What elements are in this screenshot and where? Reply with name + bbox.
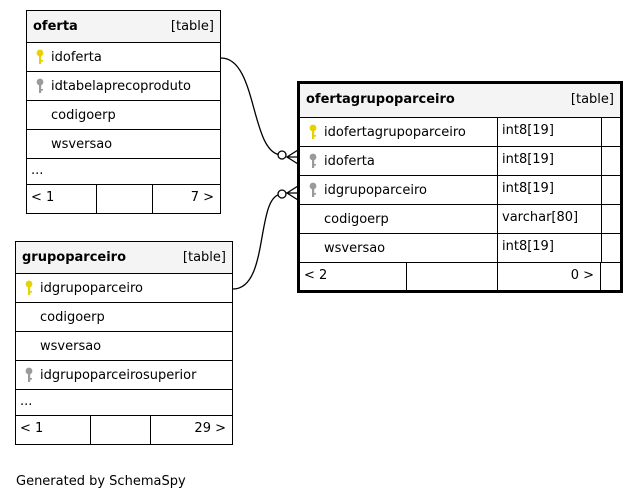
children-count[interactable]: 29 > (150, 416, 232, 444)
foreign-key-icon (309, 182, 317, 197)
column-name: wsversao (51, 137, 113, 152)
relation-crowfoot-marker (285, 185, 299, 201)
column-row[interactable]: codigoerp varchar[80] (300, 205, 620, 234)
table-footer: < 1 7 > (27, 185, 220, 213)
column-row[interactable]: wsversao (27, 130, 220, 159)
column-row[interactable]: idoferta (27, 43, 220, 72)
relation-optional-marker (277, 150, 287, 160)
relation-grupoparceiro-to-ofertagrupoparceiro (232, 193, 283, 290)
column-name: idgrupoparceirosuperior (40, 368, 197, 383)
table-kind: [table] (170, 19, 214, 34)
column-gutter (601, 118, 620, 146)
column-name: idoferta (51, 50, 102, 65)
column-gutter (601, 147, 620, 175)
table-name: ofertagrupoparceiro (306, 92, 455, 107)
foreign-key-icon (25, 367, 33, 382)
column-row[interactable]: wsversao int8[19] (300, 234, 620, 263)
relation-optional-marker (277, 189, 287, 199)
column-gutter (601, 205, 620, 233)
column-name: idtabelaprecoproduto (51, 79, 191, 94)
footer-spacer (96, 185, 152, 213)
children-count[interactable]: 7 > (152, 185, 220, 213)
more-columns-row[interactable]: ... (16, 390, 232, 416)
column-type: int8[19] (497, 234, 601, 262)
primary-key-icon (25, 280, 33, 295)
column-name: idofertagrupoparceiro (324, 125, 466, 140)
generated-by-label: Generated by SchemaSpy (16, 474, 186, 489)
column-row[interactable]: codigoerp (16, 303, 232, 332)
relation-oferta-to-ofertagrupoparceiro (220, 57, 283, 156)
column-row[interactable]: idgrupoparceirosuperior (16, 361, 232, 390)
column-gutter (601, 234, 620, 262)
relation-crowfoot-marker (285, 149, 299, 165)
table-header[interactable]: grupoparceiro [table] (16, 242, 232, 274)
foreign-key-icon (309, 153, 317, 168)
column-row[interactable]: wsversao (16, 332, 232, 361)
more-columns: ... (31, 163, 44, 178)
table-oferta[interactable]: oferta [table] idoferta idtabelaprecopro… (26, 10, 221, 214)
column-row[interactable]: idofertagrupoparceiro int8[19] (300, 118, 620, 147)
more-columns-row[interactable]: ... (27, 159, 220, 185)
column-row[interactable]: idgrupoparceiro (16, 274, 232, 303)
primary-key-icon (36, 49, 44, 64)
more-columns: ... (20, 394, 33, 409)
column-name: idoferta (324, 154, 375, 169)
table-name: oferta (33, 19, 78, 34)
column-type: int8[19] (497, 118, 601, 146)
table-footer: < 2 0 > (300, 263, 620, 290)
column-name: codigoerp (40, 310, 105, 325)
column-type: int8[19] (497, 147, 601, 175)
footer-spacer (90, 416, 150, 444)
table-footer: < 1 29 > (16, 416, 232, 444)
parents-count[interactable]: < 1 (20, 421, 44, 436)
column-row[interactable]: idoferta int8[19] (300, 147, 620, 176)
column-name: idgrupoparceiro (324, 183, 427, 198)
column-row[interactable]: idtabelaprecoproduto (27, 72, 220, 101)
table-header[interactable]: oferta [table] (27, 11, 220, 43)
parents-count[interactable]: < 2 (304, 268, 328, 283)
column-gutter (601, 176, 620, 204)
column-row[interactable]: codigoerp (27, 101, 220, 130)
table-grupoparceiro[interactable]: grupoparceiro [table] idgrupoparceiro co… (15, 241, 233, 445)
column-name: idgrupoparceiro (40, 281, 143, 296)
table-name: grupoparceiro (22, 250, 127, 265)
foreign-key-icon (36, 78, 44, 93)
column-type: int8[19] (497, 176, 601, 204)
table-kind: [table] (182, 250, 226, 265)
column-row[interactable]: idgrupoparceiro int8[19] (300, 176, 620, 205)
column-name: codigoerp (51, 108, 116, 123)
column-name: codigoerp (324, 212, 389, 227)
parents-count[interactable]: < 1 (31, 190, 55, 205)
primary-key-icon (309, 124, 317, 139)
column-type: varchar[80] (497, 205, 601, 233)
table-header[interactable]: ofertagrupoparceiro [table] (300, 84, 620, 118)
children-count[interactable]: 0 > (497, 263, 601, 290)
table-ofertagrupoparceiro[interactable]: ofertagrupoparceiro [table] idofertagrup… (297, 81, 623, 293)
column-name: wsversao (324, 241, 386, 256)
footer-spacer (406, 263, 497, 290)
table-kind: [table] (570, 92, 614, 107)
column-name: wsversao (40, 339, 102, 354)
